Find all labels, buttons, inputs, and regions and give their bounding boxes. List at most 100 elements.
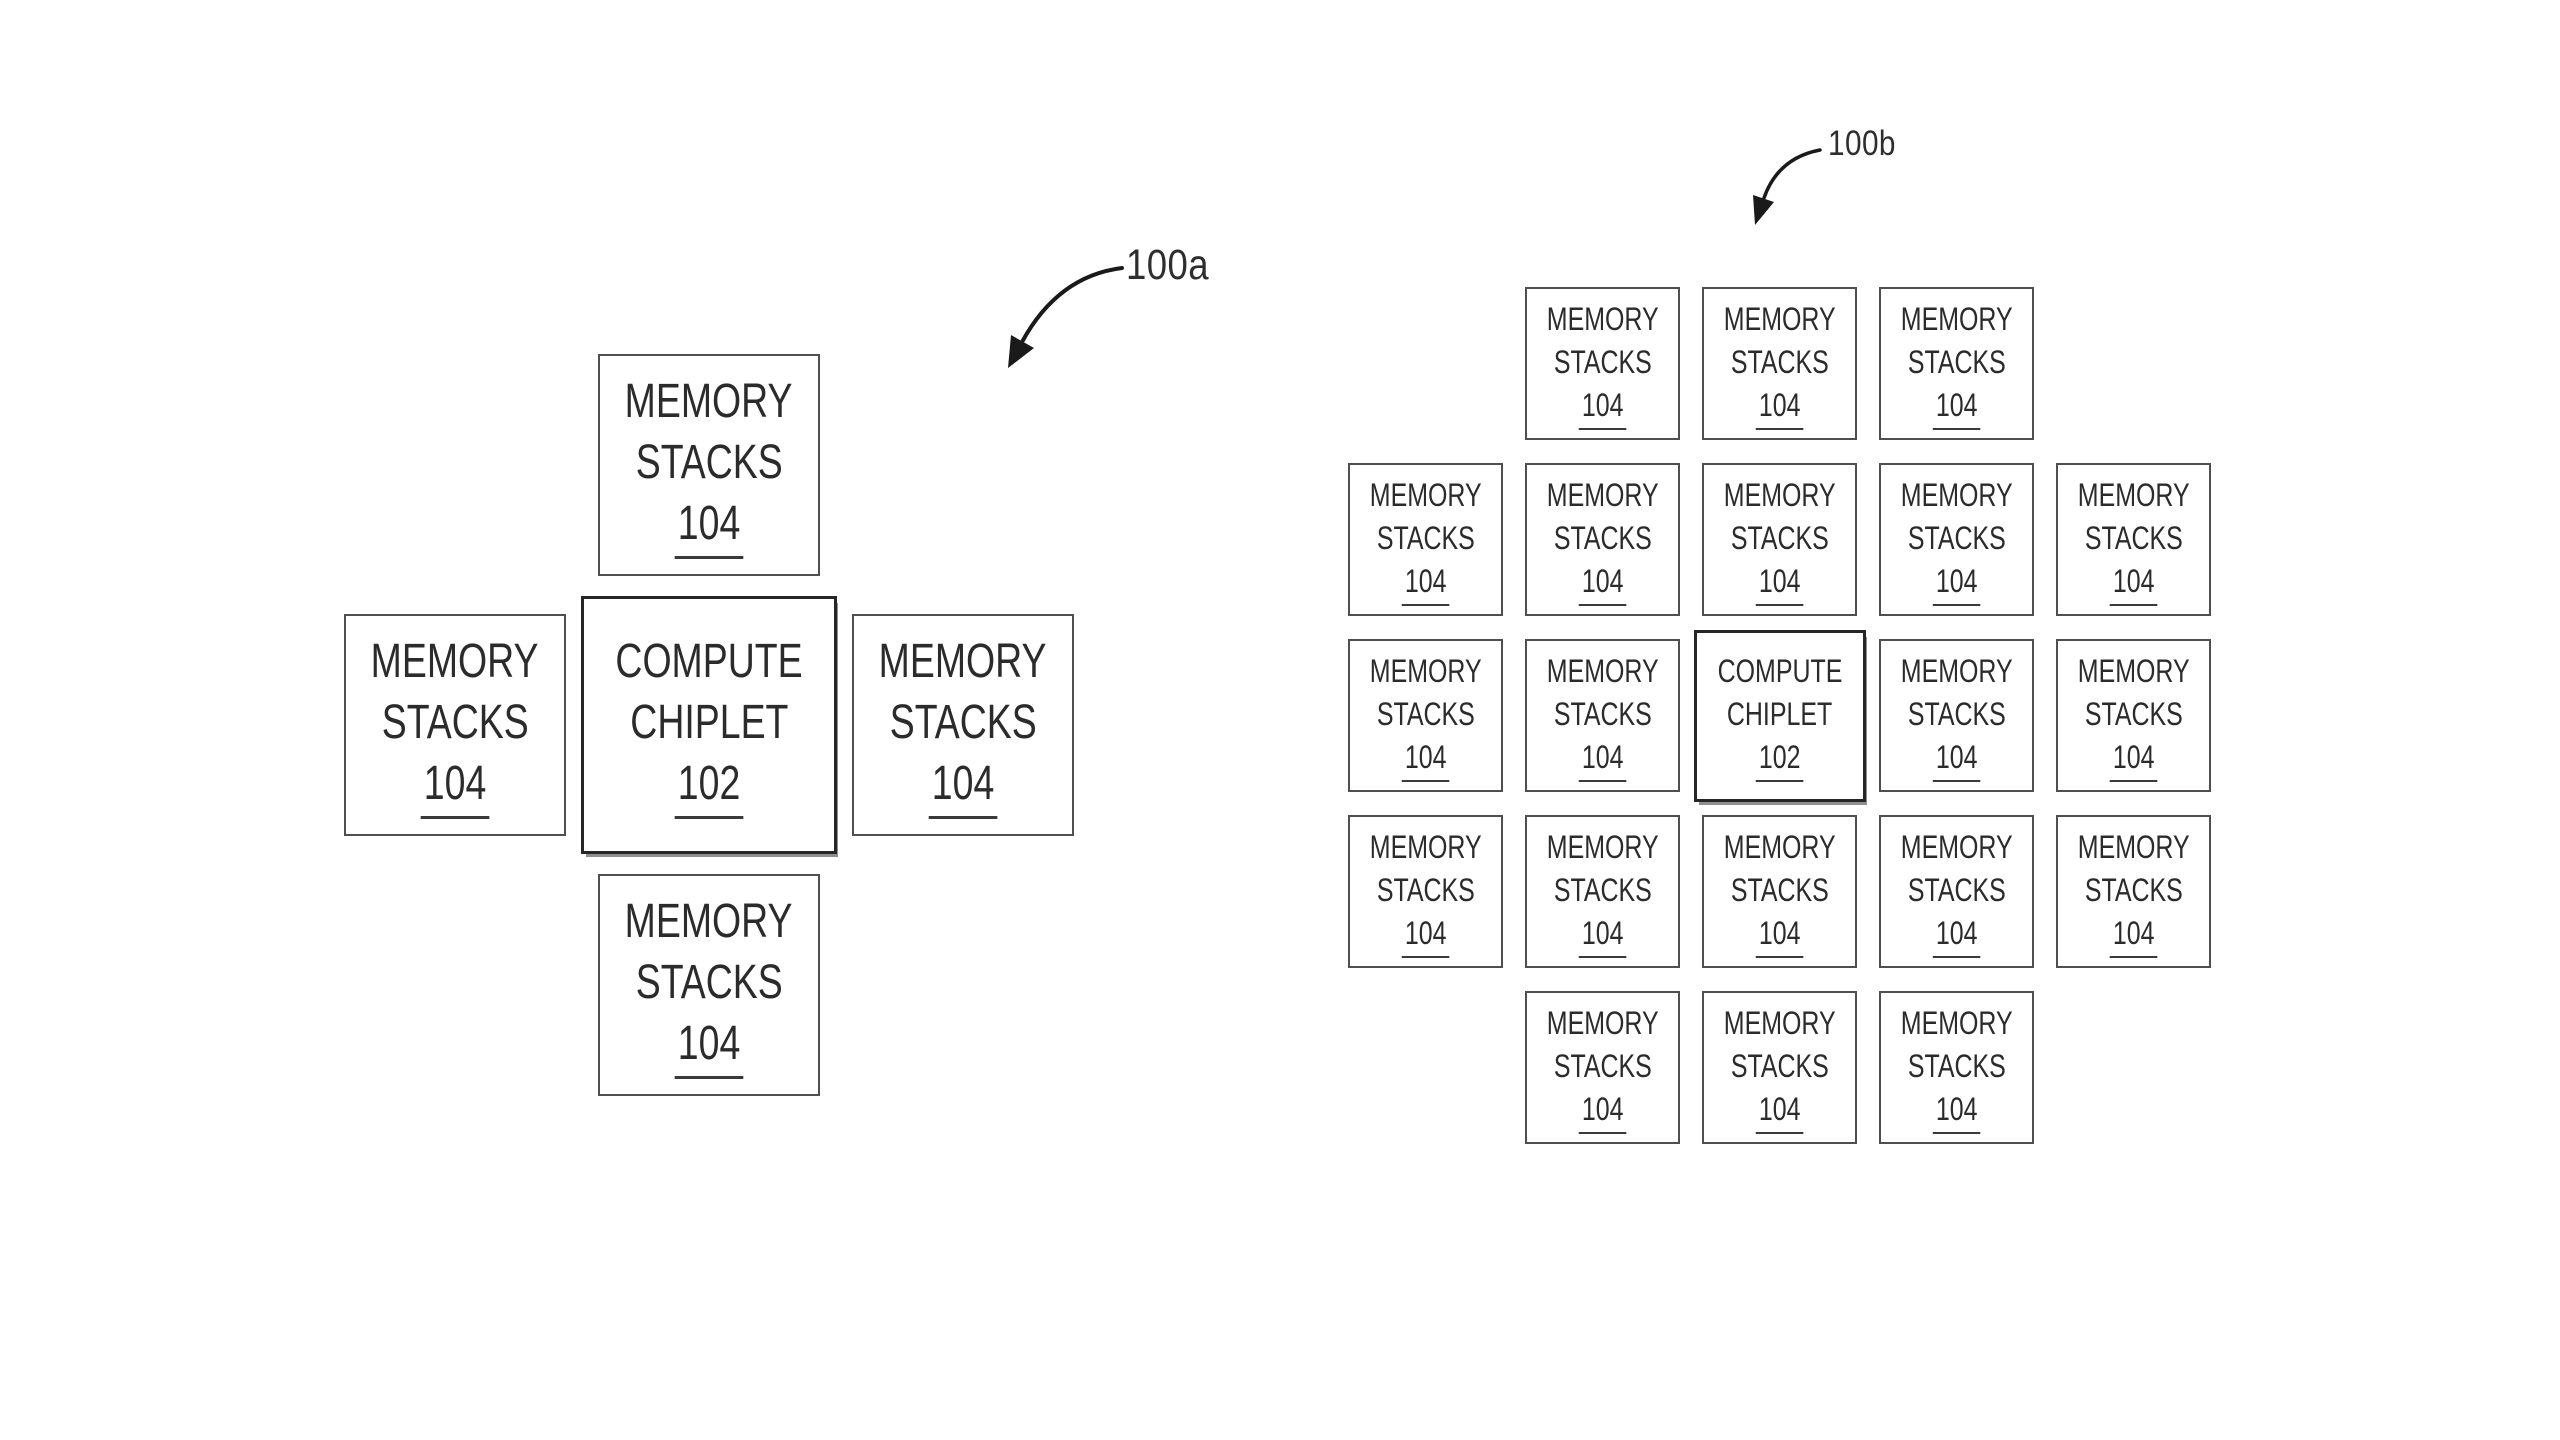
box-label-line: STACKS: [1907, 1047, 2006, 1084]
box-label-line: STACKS: [1376, 519, 1475, 556]
figure-label-100a: 100a: [1126, 241, 1210, 289]
memory-stacks-box: MEMORY STACKS 104: [1525, 991, 1680, 1144]
box-label-line: MEMORY: [1546, 300, 1659, 337]
box-reference-line: 104: [674, 493, 744, 559]
box-label-line: MEMORY: [1546, 476, 1659, 513]
box-reference-line: 104: [1932, 912, 1981, 958]
box-reference-line: 104: [1932, 384, 1981, 430]
box-label-line: STACKS: [1907, 871, 2006, 908]
box-label-line: STACKS: [635, 956, 783, 1009]
reference-number: 104: [1578, 384, 1627, 430]
box-label-line: MEMORY: [1900, 652, 2013, 689]
box-label-line: MEMORY: [2077, 828, 2190, 865]
reference-number: 104: [1932, 560, 1981, 606]
reference-number: 104: [2109, 560, 2158, 606]
reference-number: 104: [1932, 736, 1981, 782]
box-label-line: STACKS: [1907, 343, 2006, 380]
box-label-line: MEMORY: [1546, 652, 1659, 689]
box-reference-line: 104: [1578, 560, 1627, 606]
box-reference-line: 104: [1578, 736, 1627, 782]
box-label-line: MEMORY: [1369, 828, 1482, 865]
box-label-line: STACKS: [1553, 1047, 1652, 1084]
reference-number: 104: [1401, 736, 1450, 782]
box-reference-line: 104: [928, 753, 998, 819]
box-label-line: STACKS: [1376, 871, 1475, 908]
box-label-line: MEMORY: [1723, 1004, 1836, 1041]
box-label-line: MEMORY: [1546, 1004, 1659, 1041]
box-reference-line: 104: [1401, 912, 1450, 958]
memory-stacks-box: MEMORY STACKS 104: [1525, 463, 1680, 616]
reference-number: 104: [1578, 1088, 1627, 1134]
box-label-line: MEMORY: [625, 895, 793, 948]
box-reference-line: 104: [2109, 560, 2158, 606]
box-label-line: STACKS: [2084, 519, 2183, 556]
reference-number: 104: [1401, 560, 1450, 606]
box-label-line: STACKS: [1553, 871, 1652, 908]
box-label-line: MEMORY: [625, 375, 793, 428]
box-reference-line: 104: [674, 1013, 744, 1079]
reference-number: 102: [674, 753, 744, 819]
memory-stacks-box: MEMORY STACKS 104: [1879, 991, 2034, 1144]
box-label-line: MEMORY: [1546, 828, 1659, 865]
memory-stacks-box: MEMORY STACKS 104: [1525, 639, 1680, 792]
memory-stacks-box: MEMORY STACKS 104: [2056, 463, 2211, 616]
box-label-line: MEMORY: [1900, 828, 2013, 865]
reference-number: 104: [1932, 1088, 1981, 1134]
box-label-line: COMPUTE: [1717, 652, 1842, 689]
box-reference-line: 104: [1932, 1088, 1981, 1134]
reference-number: 104: [674, 1013, 744, 1079]
figure-100a-pointer-arrow-icon: [1008, 266, 1124, 368]
box-reference-line: 102: [674, 753, 744, 819]
box-label-line: COMPUTE: [615, 635, 803, 688]
memory-stacks-box: MEMORY STACKS 104: [1525, 815, 1680, 968]
box-label-line: STACKS: [1553, 519, 1652, 556]
box-reference-line: 104: [1932, 560, 1981, 606]
box-label-line: MEMORY: [879, 635, 1047, 688]
box-label-line: STACKS: [1553, 695, 1652, 732]
memory-stacks-box: MEMORY STACKS 104: [1879, 463, 2034, 616]
reference-number: 104: [1755, 384, 1804, 430]
reference-number: 104: [2109, 912, 2158, 958]
reference-number: 104: [420, 753, 490, 819]
box-label-line: STACKS: [1730, 871, 1829, 908]
box-label-line: MEMORY: [1369, 652, 1482, 689]
box-label-line: MEMORY: [371, 635, 539, 688]
reference-number: 104: [1578, 560, 1627, 606]
box-reference-line: 104: [1578, 1088, 1627, 1134]
box-label-line: STACKS: [1553, 343, 1652, 380]
box-reference-line: 104: [2109, 736, 2158, 782]
box-label-line: STACKS: [1730, 519, 1829, 556]
reference-number: 104: [674, 493, 744, 559]
reference-number: 104: [1932, 384, 1981, 430]
reference-number: 104: [1932, 912, 1981, 958]
reference-number: 104: [1578, 912, 1627, 958]
box-label-line: MEMORY: [1900, 1004, 2013, 1041]
box-reference-line: 104: [1401, 560, 1450, 606]
box-label-line: STACKS: [2084, 695, 2183, 732]
box-label-line: STACKS: [1907, 519, 2006, 556]
box-label-line: MEMORY: [1369, 476, 1482, 513]
box-reference-line: 104: [1932, 736, 1981, 782]
box-label-line: STACKS: [1730, 1047, 1829, 1084]
box-label-line: CHIPLET: [629, 696, 789, 749]
box-label-line: STACKS: [1730, 343, 1829, 380]
reference-number: 104: [1578, 736, 1627, 782]
box-label-line: MEMORY: [2077, 476, 2190, 513]
box-label-line: MEMORY: [1900, 476, 2013, 513]
reference-number: 104: [928, 753, 998, 819]
box-label-line: STACKS: [889, 696, 1037, 749]
reference-number: 104: [1401, 912, 1450, 958]
memory-stacks-box: MEMORY STACKS 104: [1525, 287, 1680, 440]
box-reference-line: 104: [1755, 560, 1804, 606]
